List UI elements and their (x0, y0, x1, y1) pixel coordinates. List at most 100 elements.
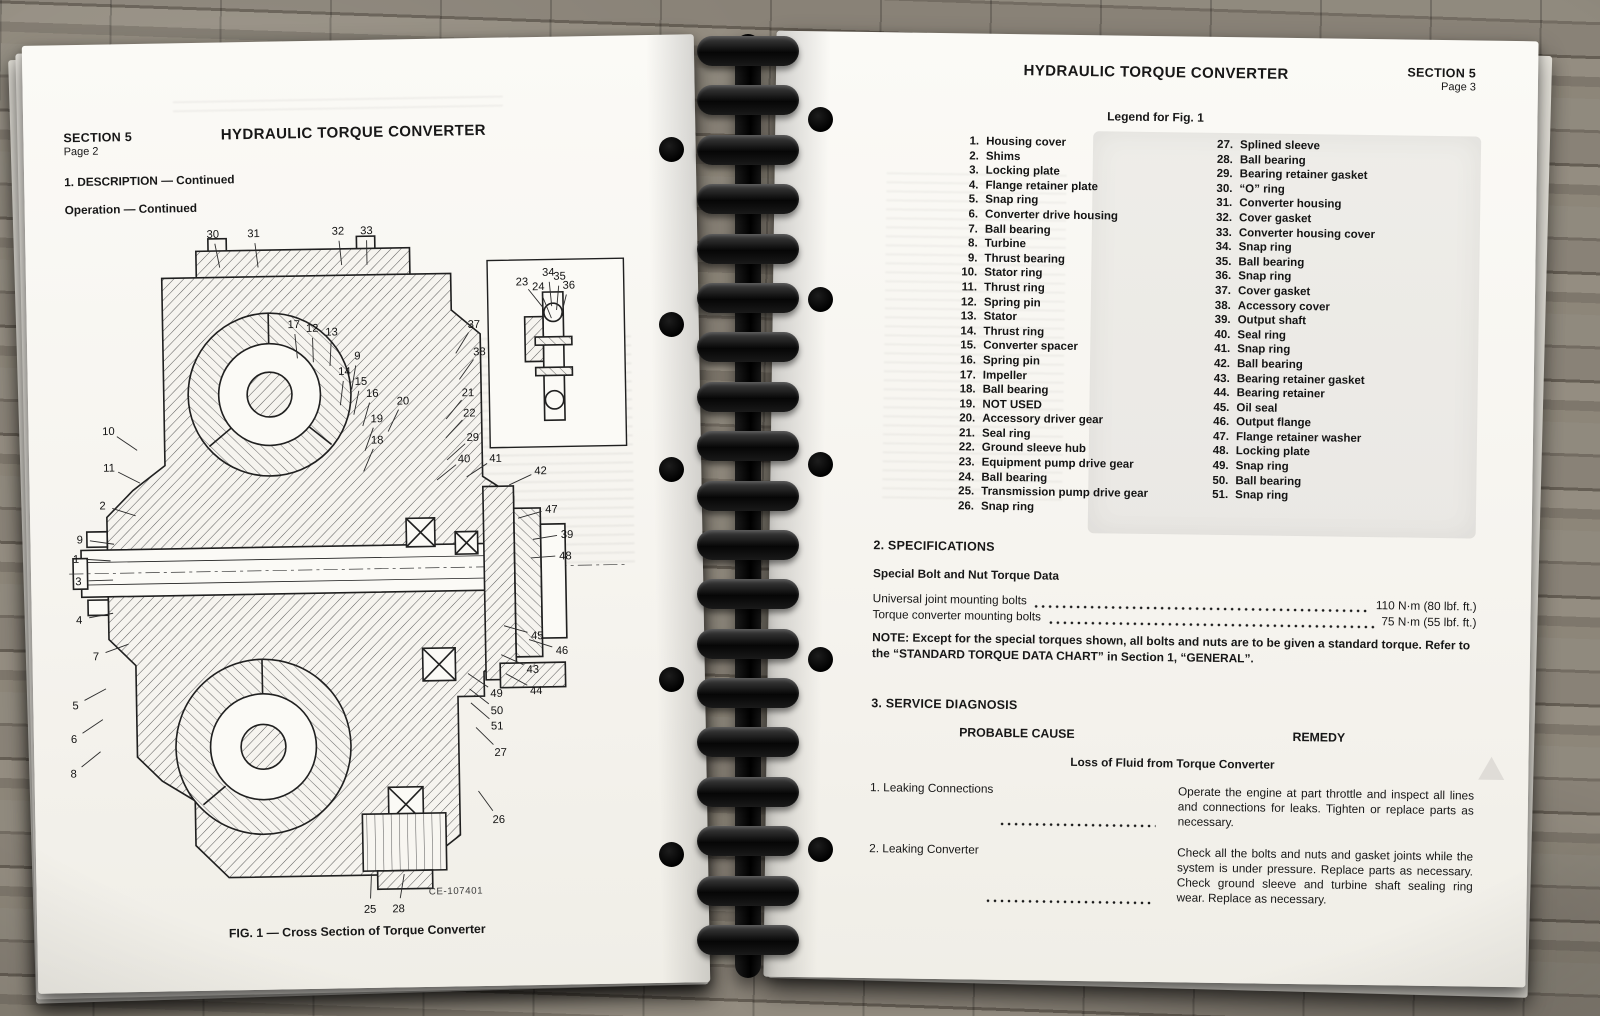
legend-item-number: 4. (968, 179, 979, 192)
binding-loop (697, 282, 799, 313)
legend-item-number: 49. (1212, 459, 1229, 473)
binding-loops (694, 36, 802, 956)
legend-item-number: 29. (1216, 168, 1233, 181)
legend-item-number: 23. (958, 456, 975, 469)
torque-spec-value: 110 N·m (80 lbf. ft.) (1375, 598, 1477, 614)
ghost-warning-triangle (1478, 756, 1505, 780)
legend-item-label: Thrust bearing (984, 252, 1066, 266)
legend-item-number: 33. (1215, 226, 1232, 239)
legend-item-number: 5. (968, 193, 979, 206)
legend-item-number: 11. (961, 281, 978, 294)
legend-item-label: Turbine (984, 237, 1027, 251)
callout-leader-line (117, 471, 141, 484)
figure-callout-number: 49 (490, 688, 503, 700)
dot-leader (984, 890, 1155, 905)
binding-loop (697, 875, 799, 906)
figure-callout-number: 9 (354, 350, 360, 362)
diagnosis-column-headers: PROBABLE CAUSE REMEDY (871, 724, 1475, 746)
legend-item-label: Thrust ring (983, 325, 1045, 339)
legend-item-label: Spring pin (983, 296, 1041, 309)
binding-hole (659, 137, 684, 162)
callout-leader-line (556, 285, 560, 311)
legend-item-number: 3. (969, 164, 979, 177)
torque-converter-drawing: 3031323317121391415162019181011373821222… (69, 225, 628, 916)
remedy-cell: Operate the engine at part throttle and … (1177, 784, 1475, 829)
figure-callout-number: 19 (371, 413, 384, 425)
figure-callout-number: 18 (371, 434, 384, 446)
callout-leader-line (112, 508, 136, 517)
callout-leader-line (467, 673, 489, 688)
legend-item-label: Snap ring (980, 500, 1035, 514)
diagnosis-subheading: Loss of Fluid from Torque Converter (1070, 754, 1275, 772)
legend-item-number: 8. (968, 237, 978, 250)
legend-item-number: 40. (1214, 328, 1231, 341)
legend-item-label: Ball bearing (982, 383, 1049, 397)
legend-title: Legend for Fig. 1 (1107, 109, 1204, 125)
probable-cause-text: 2. Leaking Converter (869, 841, 979, 858)
callout-leader-line (475, 727, 494, 745)
service-diagnosis-heading: 3. SERVICE DIAGNOSIS (871, 696, 1018, 713)
legend-item-label: Snap ring (1235, 489, 1289, 503)
legend-item-label: NOT USED (982, 398, 1042, 412)
callout-leader-line (387, 409, 399, 432)
legend-item-label: Converter housing (1239, 197, 1342, 212)
legend-item-number: 14. (960, 325, 977, 338)
legend-item-label: Impeller (982, 369, 1028, 382)
legend-item-label: Stator (983, 310, 1017, 324)
figure-callout-number: 24 (532, 281, 545, 293)
callout-leader-line (445, 399, 462, 420)
figure-callout-number: 5 (72, 700, 78, 712)
legend-item-number: 19. (959, 398, 976, 411)
legend-item-number: 30. (1216, 182, 1233, 195)
torque-spec-value: 75 N·m (55 lbf. ft.) (1381, 614, 1477, 630)
figure-callout-number: 43 (526, 664, 539, 676)
legend-item-number: 12. (960, 295, 977, 309)
figure-callout-number: 33 (360, 225, 373, 237)
figure-callout-number: 39 (561, 529, 574, 541)
legend-item-label: Cover gasket (1238, 212, 1312, 226)
section-page-label: SECTION 5 Page 3 (1407, 66, 1476, 95)
legend-item-label: “O” ring (1239, 182, 1285, 196)
description-heading: 1. DESCRIPTION — Continued (64, 172, 235, 190)
figure-callout-number: 46 (556, 645, 569, 657)
legend-item-label: Seal ring (981, 427, 1031, 441)
figure-code: CE-107401 (429, 886, 484, 898)
legend-item-number: 17. (959, 368, 976, 382)
legend-item-label: Cover gasket (1237, 285, 1311, 299)
callout-leader-line (470, 702, 490, 720)
legend-item-number: 43. (1213, 372, 1230, 385)
callout-leader-line (527, 288, 544, 309)
legend-item-number: 36. (1215, 270, 1232, 283)
figure-callout-number: 1 (73, 554, 79, 566)
callout-leader-line (505, 673, 528, 686)
binding-hole (808, 452, 833, 477)
legend-item-number: 35. (1215, 255, 1232, 268)
legend-item-label: Ball bearing (1238, 255, 1305, 269)
legend-item-number: 28. (1216, 153, 1233, 166)
callout-leader-line (445, 419, 463, 439)
binding-loop (697, 134, 799, 165)
callout-leader-line (455, 332, 469, 354)
callout-leader-line (338, 240, 343, 266)
figure-callout-number: 8 (70, 768, 76, 780)
ghost-text (172, 95, 503, 118)
binding-loop (697, 233, 799, 264)
legend-item-number: 46. (1213, 416, 1230, 429)
legend-item: 26.Snap ring (946, 499, 1200, 517)
dot-leader (998, 814, 1156, 829)
legend-item-label: Ball bearing (1235, 474, 1302, 488)
callout-leader-line (312, 337, 314, 363)
legend-item-label: Output shaft (1237, 314, 1307, 328)
binding-loop (697, 628, 799, 659)
binding-hole (808, 287, 833, 312)
section-label: SECTION 5 (63, 130, 133, 146)
legend-item-number: 2. (969, 150, 979, 163)
figure-callout-number: 28 (392, 903, 405, 915)
figure-callout-number: 4 (76, 615, 82, 627)
